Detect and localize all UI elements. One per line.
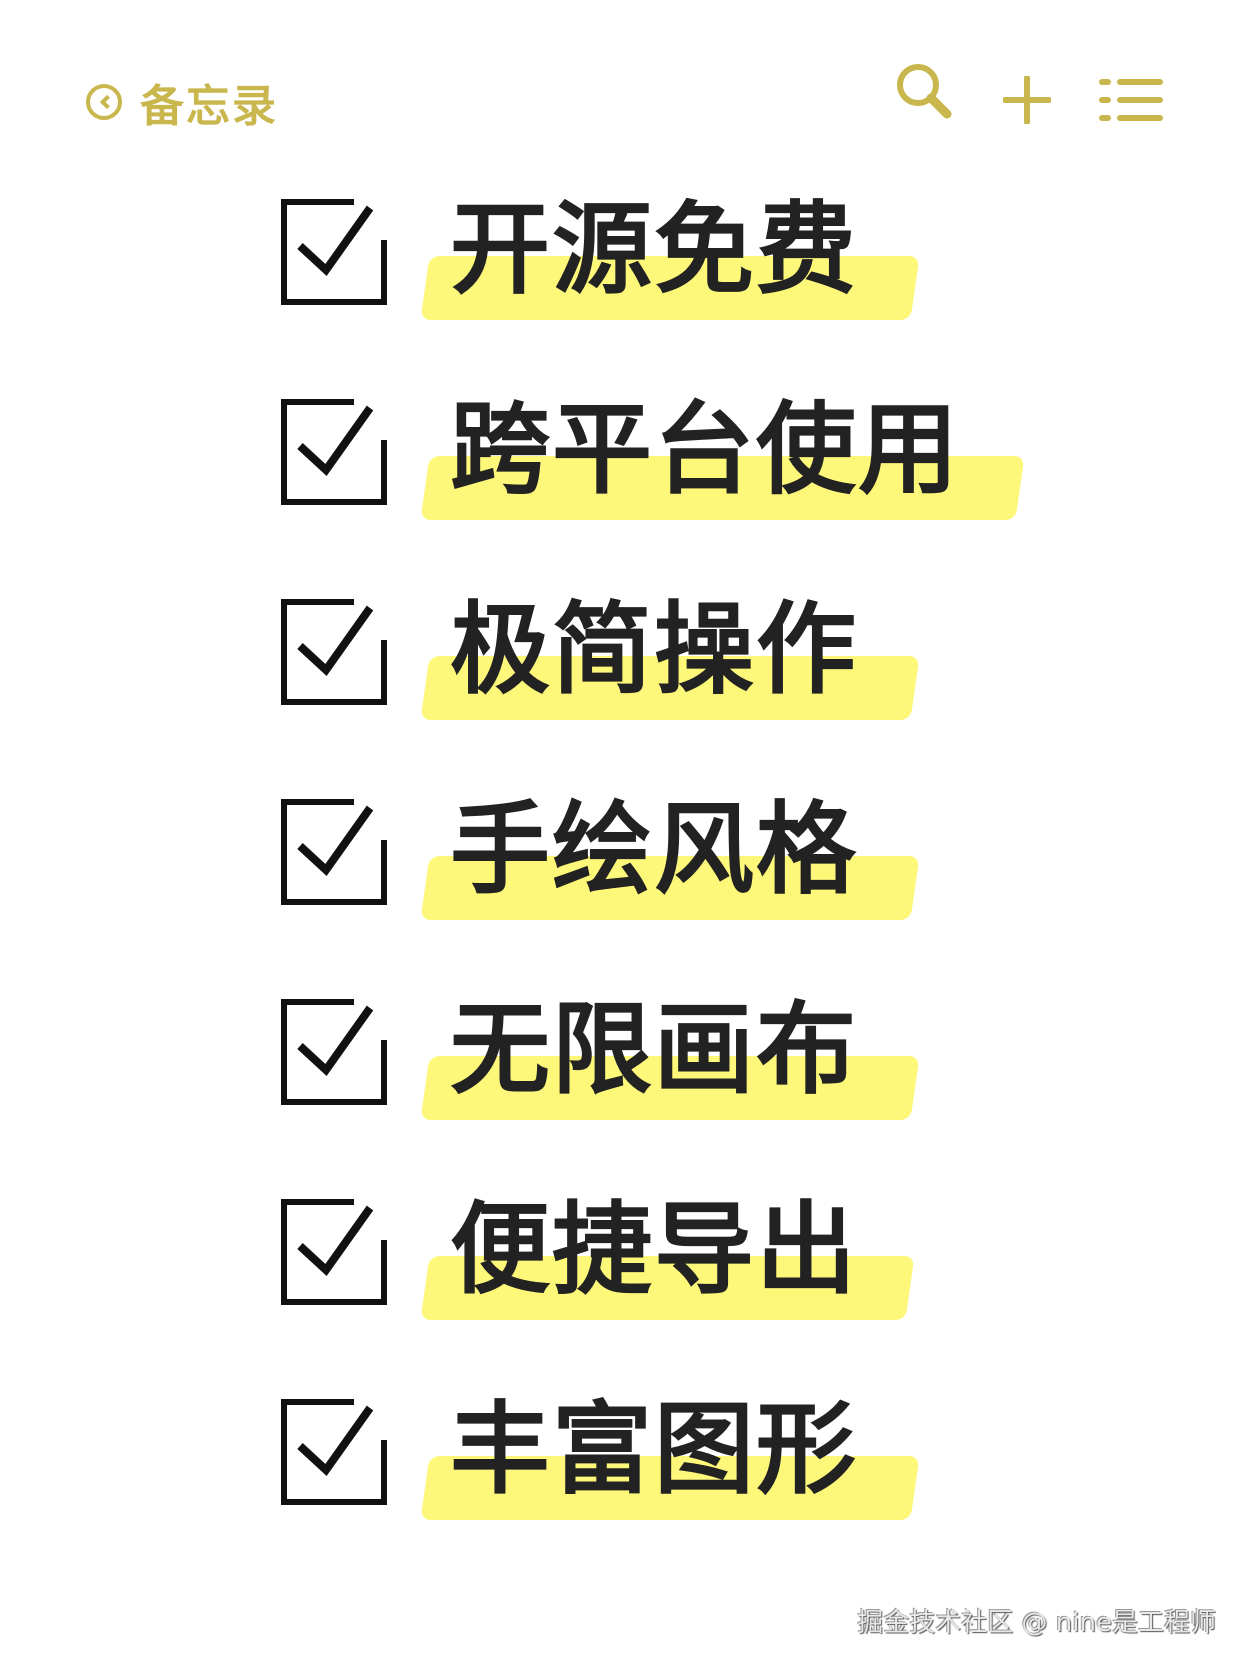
checked-box-icon[interactable] (280, 1398, 388, 1506)
search-button[interactable] (893, 60, 955, 122)
item-label: 手绘风格 (450, 791, 858, 908)
item-label: 极简操作 (450, 591, 858, 708)
checklist-item: 极简操作 (280, 591, 1080, 720)
list-menu-icon (1099, 79, 1163, 121)
item-label: 无限画布 (450, 991, 858, 1108)
notes-header: 备忘录 (0, 0, 1242, 190)
search-icon (897, 64, 952, 119)
checklist-item: 跨平台使用 (280, 391, 1080, 520)
item-label: 便捷导出 (450, 1191, 858, 1308)
item-label: 跨平台使用 (450, 391, 960, 508)
checklist-item: 无限画布 (280, 991, 1080, 1120)
plus-icon (1002, 75, 1052, 125)
checklist-item: 开源免费 (280, 191, 1080, 320)
checklist-item: 便捷导出 (280, 1191, 1080, 1320)
item-label: 开源免费 (450, 191, 858, 308)
back-button[interactable]: 备忘录 (86, 70, 278, 134)
watermark: 掘金技术社区 @ nine是工程师 (857, 1608, 1216, 1638)
checked-box-icon[interactable] (280, 398, 388, 506)
checked-box-icon[interactable] (280, 598, 388, 706)
back-chevron-circle-icon (86, 84, 122, 120)
list-view-button[interactable] (1098, 76, 1164, 124)
add-note-button[interactable] (1002, 75, 1052, 125)
item-label: 丰富图形 (450, 1391, 858, 1508)
checklist-item: 手绘风格 (280, 791, 1080, 920)
checked-box-icon[interactable] (280, 998, 388, 1106)
checked-box-icon[interactable] (280, 198, 388, 306)
checked-box-icon[interactable] (280, 798, 388, 906)
checklist-item: 丰富图形 (280, 1391, 1080, 1520)
back-label: 备忘录 (140, 81, 278, 132)
checked-box-icon[interactable] (280, 1198, 388, 1306)
